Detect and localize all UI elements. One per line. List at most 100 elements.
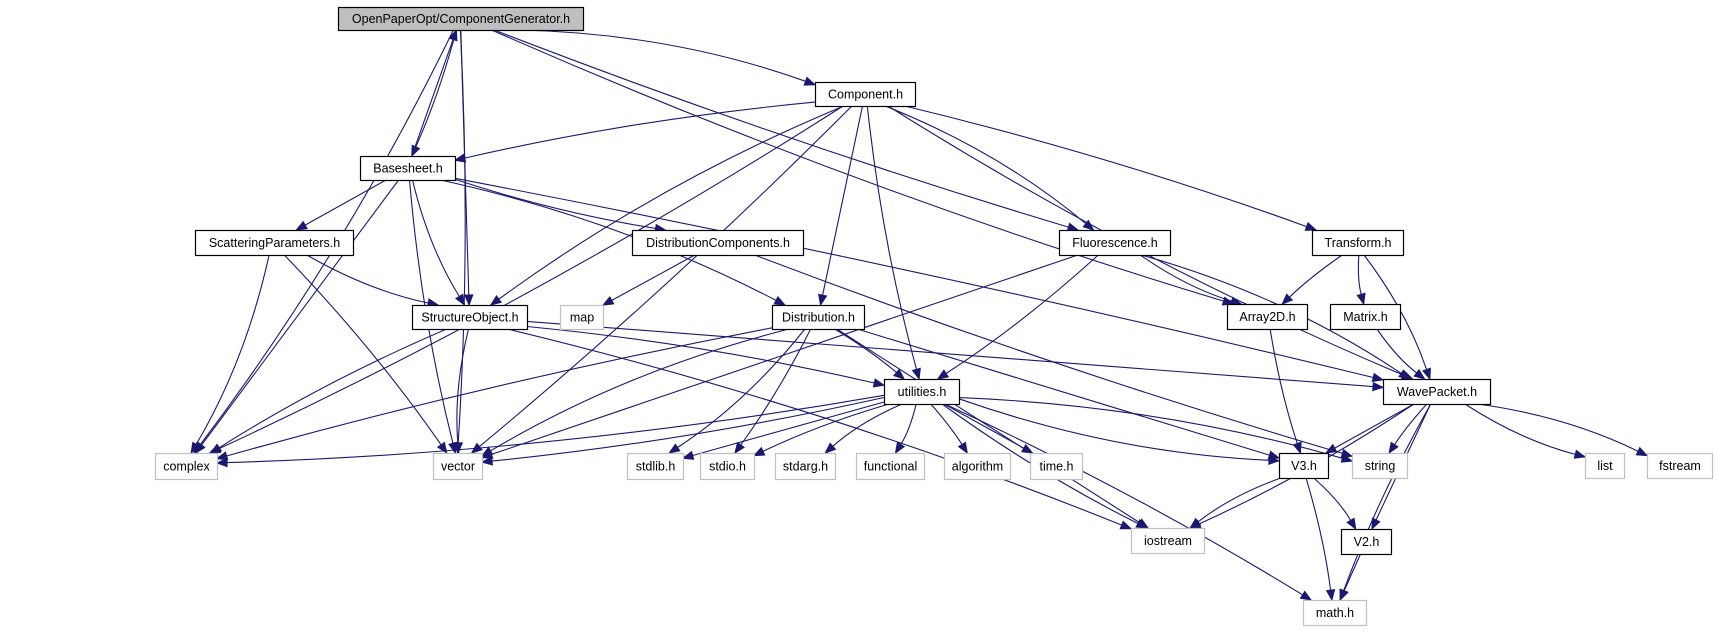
arrowhead-icon <box>1324 443 1338 454</box>
arrowhead-icon <box>1573 449 1587 459</box>
edge-basesheet-to-distribution <box>440 179 787 306</box>
node-box <box>559 304 605 331</box>
node-functional: functional <box>855 452 926 481</box>
arrowhead-icon <box>1413 368 1426 380</box>
arrowhead-icon <box>448 28 458 42</box>
node-label: functional <box>864 460 918 474</box>
node-v3[interactable]: V3.h <box>1278 452 1330 480</box>
node-structobj[interactable]: StructureObject.h <box>411 304 529 331</box>
node-distribution[interactable]: Distribution.h <box>771 304 866 331</box>
node-wavepacket[interactable]: WavePacket.h <box>1382 378 1492 406</box>
node-box <box>1302 599 1368 627</box>
node-box <box>411 304 529 331</box>
edge-v2-to-math <box>1339 553 1362 602</box>
edge-distribution-to-iostream <box>836 328 1150 529</box>
edge-line <box>479 105 853 448</box>
node-box <box>626 452 685 481</box>
arrowhead-icon <box>957 441 969 455</box>
edge-line <box>226 394 885 464</box>
arrowhead-icon <box>1292 441 1302 455</box>
edge-line <box>1464 403 1576 455</box>
node-distcomp[interactable]: DistributionComponents.h <box>631 229 805 257</box>
arrowhead-icon <box>894 441 906 455</box>
arrowhead-icon <box>773 295 787 306</box>
node-label: fstream <box>1659 459 1701 473</box>
edge-component-to-transform <box>904 105 1318 231</box>
edge-line <box>692 401 885 457</box>
node-stdio: stdio.h <box>699 452 756 481</box>
node-map: map <box>559 304 605 331</box>
edge-distribution-to-stdio <box>734 328 812 455</box>
node-box <box>194 229 355 257</box>
node-box <box>1130 527 1206 555</box>
node-component[interactable]: Component.h <box>814 81 917 108</box>
edge-utilities-to-stdio <box>752 403 890 457</box>
node-box <box>771 304 866 331</box>
node-box <box>1311 229 1405 257</box>
node-box <box>855 452 926 481</box>
arrowhead-icon <box>480 446 494 457</box>
node-box <box>1058 229 1172 257</box>
arrowhead-icon <box>480 456 493 466</box>
edge-line <box>677 328 806 448</box>
node-transform[interactable]: Transform.h <box>1311 229 1405 257</box>
edge-line <box>1477 403 1639 452</box>
edge-line <box>491 396 885 462</box>
edge-line <box>1197 477 1281 523</box>
arrowhead-icon <box>1422 367 1431 381</box>
node-box <box>1646 452 1714 480</box>
node-fstream: fstream <box>1646 452 1714 480</box>
edge-distcomp-to-map <box>601 254 695 306</box>
node-label: utilities.h <box>898 385 947 399</box>
edge-line <box>762 403 890 452</box>
edge-line <box>226 327 773 457</box>
node-label: OpenPaperOpt/ComponentGenerator.h <box>352 12 570 26</box>
arrowhead-icon <box>464 294 474 307</box>
node-fluorescence[interactable]: Fluorescence.h <box>1058 229 1172 257</box>
node-label: complex <box>163 460 210 474</box>
arrowhead-icon <box>893 368 906 380</box>
node-label: stdio.h <box>709 460 746 474</box>
edge-component-to-vector <box>470 105 853 454</box>
node-box <box>337 6 585 32</box>
node-label: Component.h <box>828 88 903 102</box>
node-algorithm: algorithm <box>943 452 1012 481</box>
edge-line <box>218 328 447 449</box>
node-complex: complex <box>154 452 219 481</box>
edge-distribution-to-vector <box>480 328 790 457</box>
node-label: list <box>1597 459 1613 473</box>
node-basesheet[interactable]: Basesheet.h <box>359 155 457 182</box>
edge-line <box>1394 403 1428 445</box>
nodes-layer: OpenPaperOpt/ComponentGenerator.hCompone… <box>154 6 1714 627</box>
edge-distribution-to-complex <box>215 327 773 461</box>
edge-line <box>218 105 844 450</box>
edge-distribution-to-stdlib <box>668 328 806 454</box>
edge-utilities-to-stdarg <box>824 403 903 454</box>
edge-wavepacket-to-v3 <box>1324 403 1415 454</box>
node-matrix[interactable]: Matrix.h <box>1329 303 1402 331</box>
edge-utilities-to-string <box>958 397 1354 463</box>
arrowhead-icon <box>1281 293 1294 305</box>
edge-utilities-to-v3 <box>958 398 1281 466</box>
edge-line <box>201 179 400 446</box>
arrowhead-icon <box>1304 221 1318 231</box>
arrowhead-icon <box>453 442 463 455</box>
edge-line <box>411 179 460 297</box>
node-scattering[interactable]: ScatteringParameters.h <box>194 229 355 257</box>
edge-line <box>944 403 1303 596</box>
node-box <box>1029 452 1084 481</box>
arrowhead-icon <box>453 153 467 163</box>
edge-transform-to-array2d <box>1281 254 1343 305</box>
edge-line <box>498 105 844 300</box>
node-label: string <box>1365 459 1396 473</box>
arrowhead-icon <box>1388 441 1399 455</box>
edge-root-to-vector <box>453 29 466 455</box>
node-box <box>1584 452 1626 480</box>
node-label: V2.h <box>1354 535 1380 549</box>
edge-structobj-to-iostream <box>506 328 1133 530</box>
node-root[interactable]: OpenPaperOpt/ComponentGenerator.h <box>337 6 585 32</box>
node-v2[interactable]: V2.h <box>1340 528 1393 556</box>
node-utilities[interactable]: utilities.h <box>883 378 961 406</box>
node-array2d[interactable]: Array2D.h <box>1226 303 1309 331</box>
